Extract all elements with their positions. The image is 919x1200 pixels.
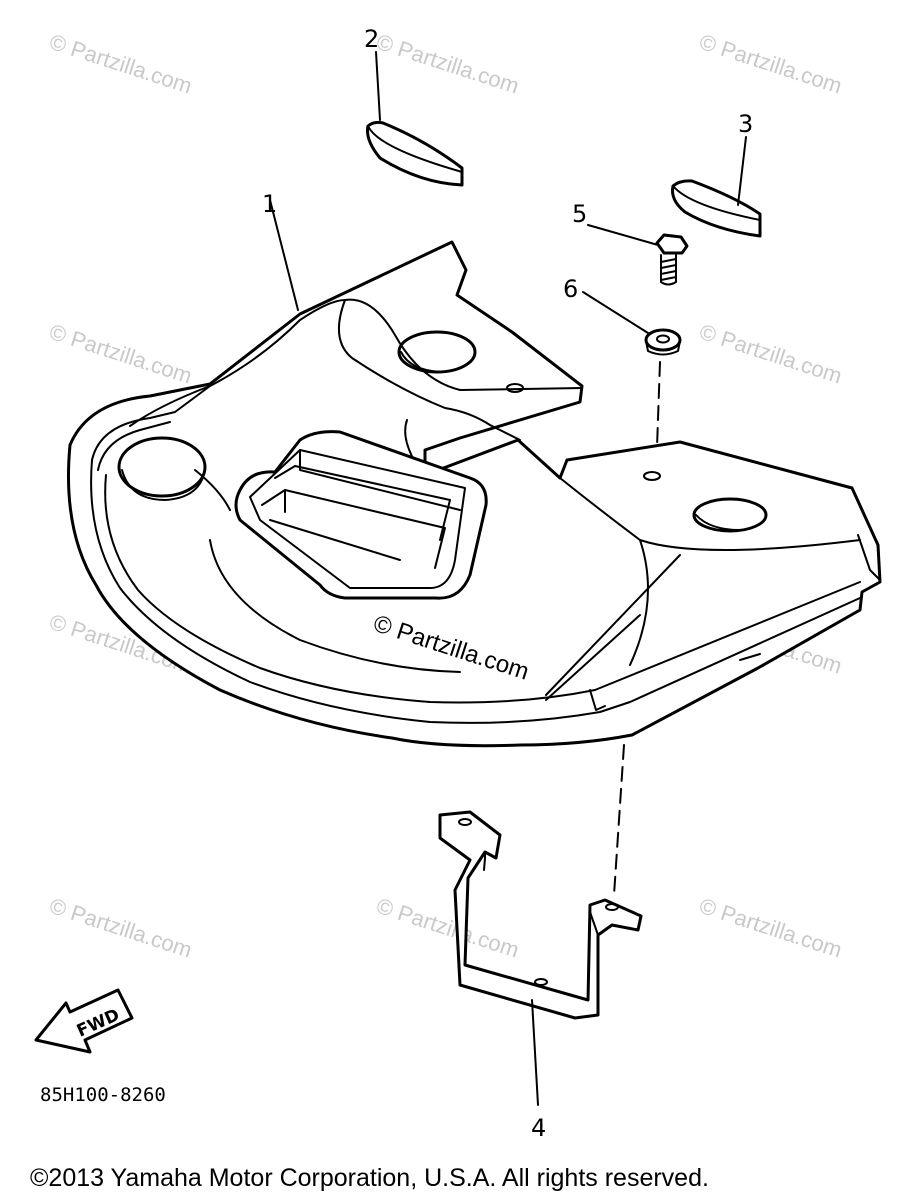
- callout-4: 4: [531, 1114, 546, 1142]
- fwd-arrow-icon: FWD: [34, 988, 134, 1054]
- watermark: © Partzilla.com: [696, 29, 845, 99]
- watermark: © Partzilla.com: [696, 319, 845, 389]
- callout-2: 2: [364, 25, 379, 53]
- callout-6: 6: [563, 275, 578, 303]
- part-6-washer: [644, 328, 682, 356]
- callout-5: 5: [572, 200, 587, 228]
- watermark: © Partzilla.com: [46, 29, 195, 99]
- assembly-line: [613, 744, 625, 896]
- part-2-pad: [366, 120, 464, 187]
- leader-lines: [269, 51, 747, 1106]
- part-4-bracket: [438, 810, 643, 1020]
- watermark: © Partzilla.com: [373, 893, 522, 963]
- copyright-notice: ©2013 Yamaha Motor Corporation, U.S.A. A…: [30, 1164, 709, 1192]
- callouts: 1 2 3 4 5 6: [262, 25, 753, 1142]
- part-3-pad: [671, 179, 762, 238]
- watermark: © Partzilla.com: [46, 893, 195, 963]
- watermark: © Partzilla.com: [696, 893, 845, 963]
- part-5-bolt: [655, 233, 689, 286]
- part-1-cover: [67, 240, 882, 748]
- callout-3: 3: [738, 110, 753, 138]
- callout-1: 1: [262, 190, 277, 218]
- watermark: © Partzilla.com: [46, 319, 195, 389]
- watermark: © Partzilla.com: [373, 29, 522, 99]
- part-code: 85H100-8260: [40, 1084, 166, 1106]
